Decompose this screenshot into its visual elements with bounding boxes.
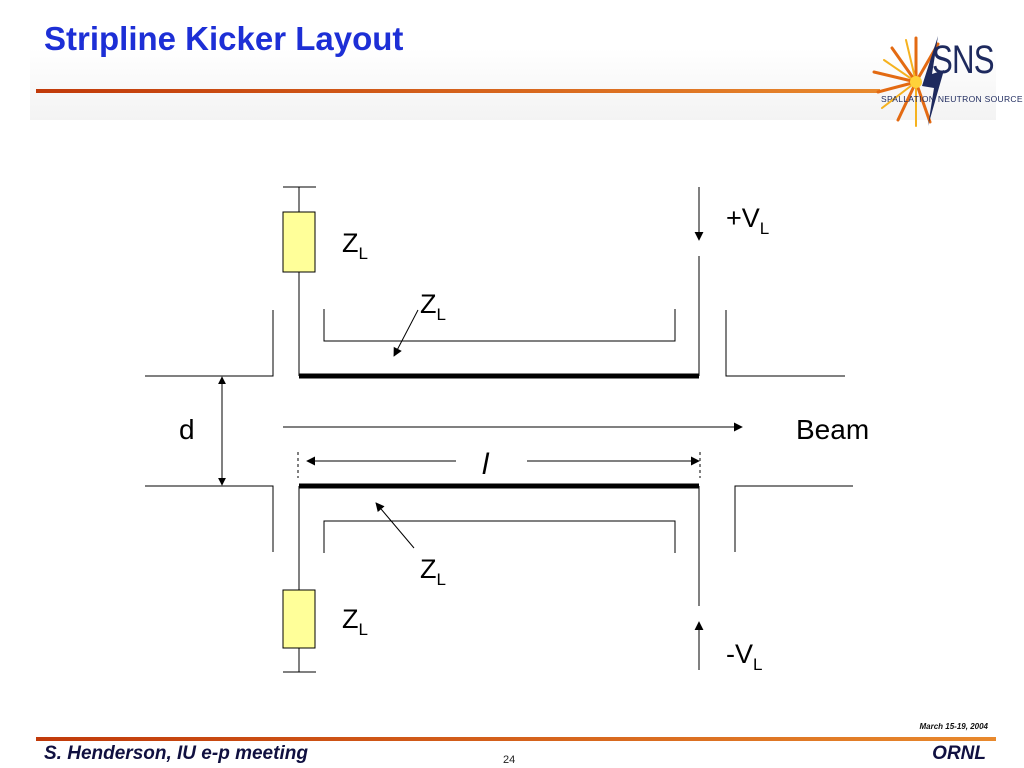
title-band (30, 0, 996, 120)
title-rule (36, 89, 880, 93)
negative-voltage-label: -VL (726, 639, 762, 674)
lower-electrode-bracket (323, 520, 676, 553)
logo-subtitle: SPALLATION NEUTRON SOURCE (881, 94, 1023, 104)
upper-electrode-bracket (323, 309, 676, 342)
zl-label-lower-plate: ZL (420, 554, 446, 589)
lower-termination (282, 486, 316, 673)
footer-org: ORNL (932, 743, 986, 764)
slide-title: Stripline Kicker Layout (44, 20, 404, 57)
positive-voltage-label: +VL (726, 203, 769, 238)
length-label: l (482, 448, 490, 481)
zl-label-upper-load: ZL (342, 228, 368, 263)
zl-label-upper-plate: ZL (420, 289, 446, 324)
footer-rule (36, 737, 996, 741)
upper-termination (282, 186, 316, 376)
upper-impedance-pointer (393, 309, 419, 357)
beam-label: Beam (796, 414, 869, 445)
footer-author: S. Henderson, IU e-p meeting (44, 743, 308, 764)
zl-label-lower-load: ZL (342, 604, 368, 639)
beam-pipe-right (725, 310, 853, 552)
beam-pipe-left (145, 310, 274, 552)
footer-date: March 15-19, 2004 (919, 722, 989, 731)
gap-label: d (179, 414, 195, 445)
lower-impedance-pointer (375, 502, 415, 549)
upper-resistor (282, 211, 316, 273)
logo-letters: SNS (932, 38, 995, 82)
lower-resistor (282, 589, 316, 649)
page-number: 24 (503, 754, 516, 766)
sns-logo-icon (872, 36, 944, 127)
